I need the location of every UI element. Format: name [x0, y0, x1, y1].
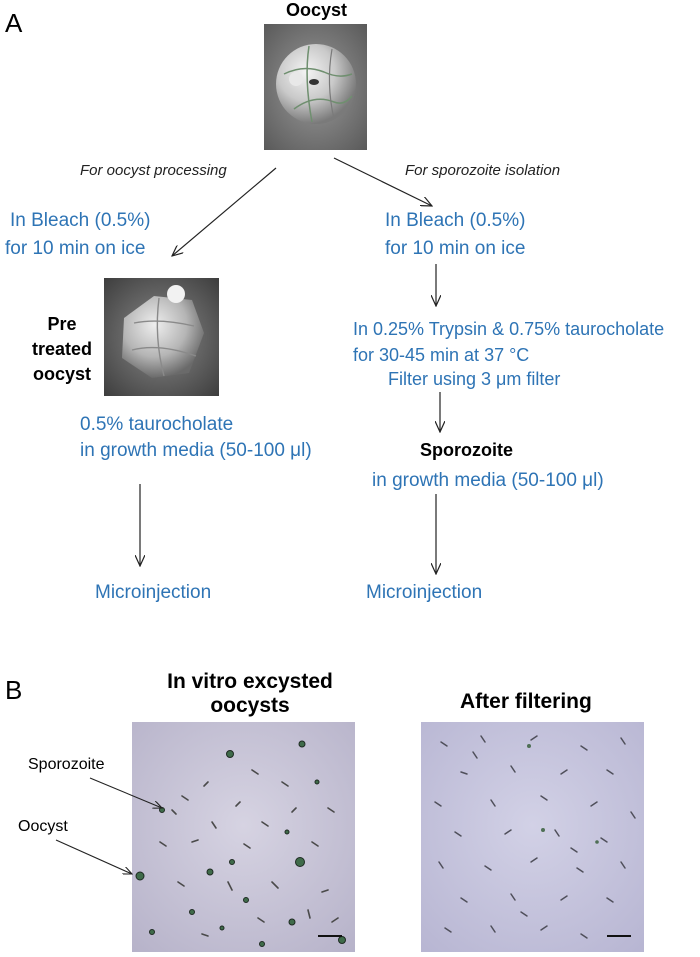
- label-sporozoite: Sporozoite: [28, 756, 105, 773]
- pretreated-label-line3: oocyst: [32, 364, 92, 384]
- left-bleach-line2: for 10 min on ice: [5, 238, 146, 259]
- arrow-to-right-bleach: [333, 157, 432, 206]
- right-bleach-line2: for 10 min on ice: [385, 238, 526, 259]
- right-microinjection: Microinjection: [366, 582, 483, 603]
- sporozoite-pointer: [89, 777, 162, 808]
- excysted-oocysts-micrograph: [132, 722, 355, 952]
- oocyst-sem-image: [264, 24, 367, 150]
- after-filtering-micrograph: [421, 722, 644, 952]
- pretreated-label-line1: Pre: [47, 314, 77, 334]
- oocyst-title: Oocyst: [286, 0, 348, 20]
- panel-b-letter: B: [5, 675, 23, 705]
- right-bleach-line1: In Bleach (0.5%): [385, 210, 526, 231]
- right-medium-line: in growth media (50-100 μl): [372, 470, 604, 491]
- pretreated-label-line2: treated: [31, 339, 93, 359]
- panel-a-letter: A: [5, 8, 23, 38]
- pretreated-oocyst-sem-image: [104, 278, 219, 396]
- filter-line: Filter using 3 μm filter: [388, 369, 561, 389]
- left-medium-line1: 0.5% taurocholate: [80, 414, 234, 435]
- arrow-to-left-bleach: [172, 167, 277, 256]
- sporozoite-title: Sporozoite: [420, 440, 513, 460]
- left-microinjection: Microinjection: [95, 582, 212, 603]
- left-micrograph-title-line1: In vitro excysted: [167, 670, 333, 693]
- left-micrograph-title-line2: oocysts: [210, 694, 290, 717]
- trypsin-line1: In 0.25% Trypsin & 0.75% taurocholate: [353, 319, 665, 339]
- right-branch-caption: For sporozoite isolation: [405, 162, 561, 179]
- left-branch-caption: For oocyst processing: [80, 162, 227, 179]
- right-micrograph-title: After filtering: [460, 690, 592, 713]
- left-medium-line2: in growth media (50-100 μl): [80, 440, 312, 461]
- pretreated-oocyst-label: Pre treated oocyst: [22, 312, 102, 387]
- oocyst-pointer: [55, 839, 132, 874]
- trypsin-line2: for 30-45 min at 37 °C: [353, 345, 530, 365]
- label-oocyst: Oocyst: [18, 818, 68, 835]
- left-bleach-line1: In Bleach (0.5%): [10, 210, 151, 231]
- left-micrograph-title: In vitro excysted oocysts: [150, 670, 350, 718]
